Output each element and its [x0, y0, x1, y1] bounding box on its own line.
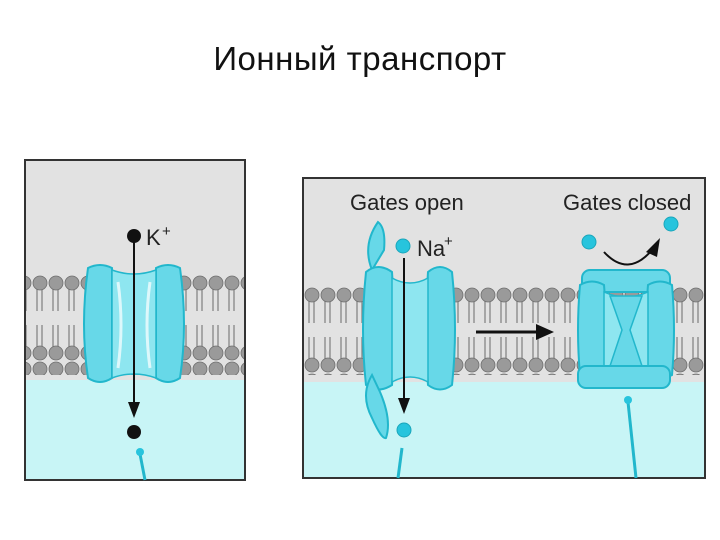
- right-cytoplasm: [303, 382, 705, 478]
- gates-open-label: Gates open: [350, 190, 464, 215]
- left-panel: K +: [24, 159, 246, 481]
- k-ion-top: [127, 229, 141, 243]
- open-lower-gate: [365, 372, 389, 440]
- k-channel: [83, 264, 185, 383]
- k-ion-label: K: [146, 225, 161, 250]
- na-ion-top: [395, 238, 411, 254]
- open-upper-gate: [367, 220, 386, 273]
- slide-title: Ионный транспорт: [213, 40, 507, 77]
- gates-closed-label: Gates closed: [563, 190, 691, 215]
- na-ion-bottom: [396, 422, 412, 438]
- na-ion-charge: +: [444, 233, 453, 250]
- na-ion-out-left: [581, 234, 597, 250]
- right-panel: Gates open Gates closed Na +: [302, 177, 706, 479]
- na-ion-label: Na: [417, 236, 446, 261]
- na-ion-out-right: [663, 216, 679, 232]
- k-ion-bottom: [127, 425, 141, 439]
- open-na-channel: [362, 220, 456, 440]
- closed-na-channel: [577, 269, 675, 389]
- curved-arrow: [603, 249, 653, 266]
- closed-lower-gate: [577, 365, 671, 389]
- k-ion-charge: +: [162, 223, 171, 240]
